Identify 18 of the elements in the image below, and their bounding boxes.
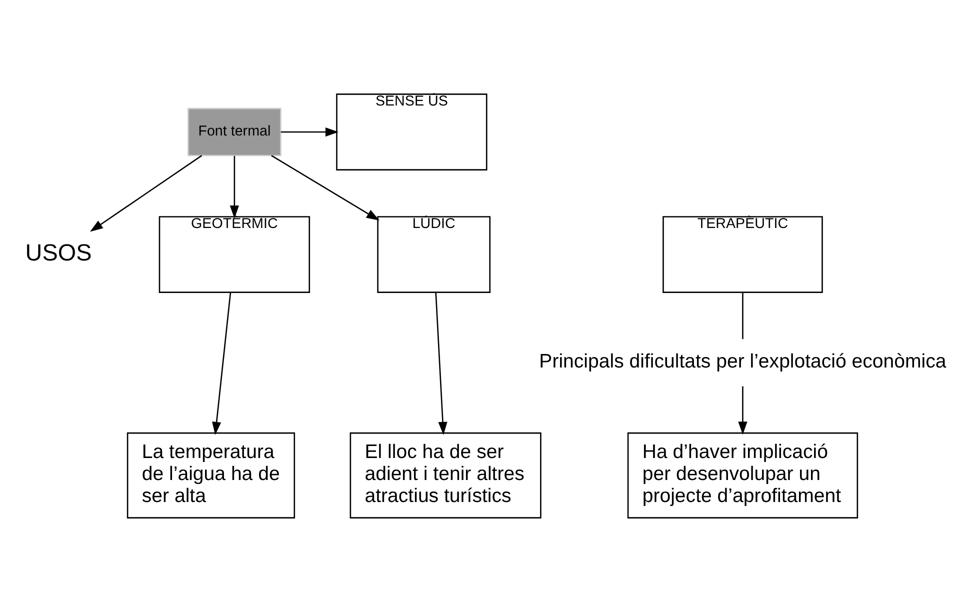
arrow	[435, 292, 448, 434]
node-box: TERAPÈUTIC	[662, 216, 823, 292]
node-box: Ha d’haver implicació per desenvolupar un projecte d’aprofitament	[627, 432, 858, 518]
node-box: Font termal	[188, 107, 282, 156]
node-box: GEOTÈRMIC	[158, 216, 310, 292]
node-box: El lloc ha de ser adient i tenir altres atractius turístics	[350, 432, 542, 518]
node-box: SENSE ÚS	[336, 93, 488, 170]
arrow	[271, 154, 380, 220]
connector	[742, 292, 744, 339]
node-box: LÚDIC	[377, 216, 491, 292]
arrow	[212, 292, 232, 434]
node-text: USOS	[25, 238, 92, 265]
arrow	[230, 155, 239, 218]
arrow	[90, 154, 202, 232]
arrow	[280, 126, 339, 136]
arrow	[738, 386, 748, 434]
node-text: Principals dificultats per l’explotació econòmica	[539, 350, 946, 372]
node-box: La temperatura de l’aigua ha de ser alta	[126, 432, 296, 518]
